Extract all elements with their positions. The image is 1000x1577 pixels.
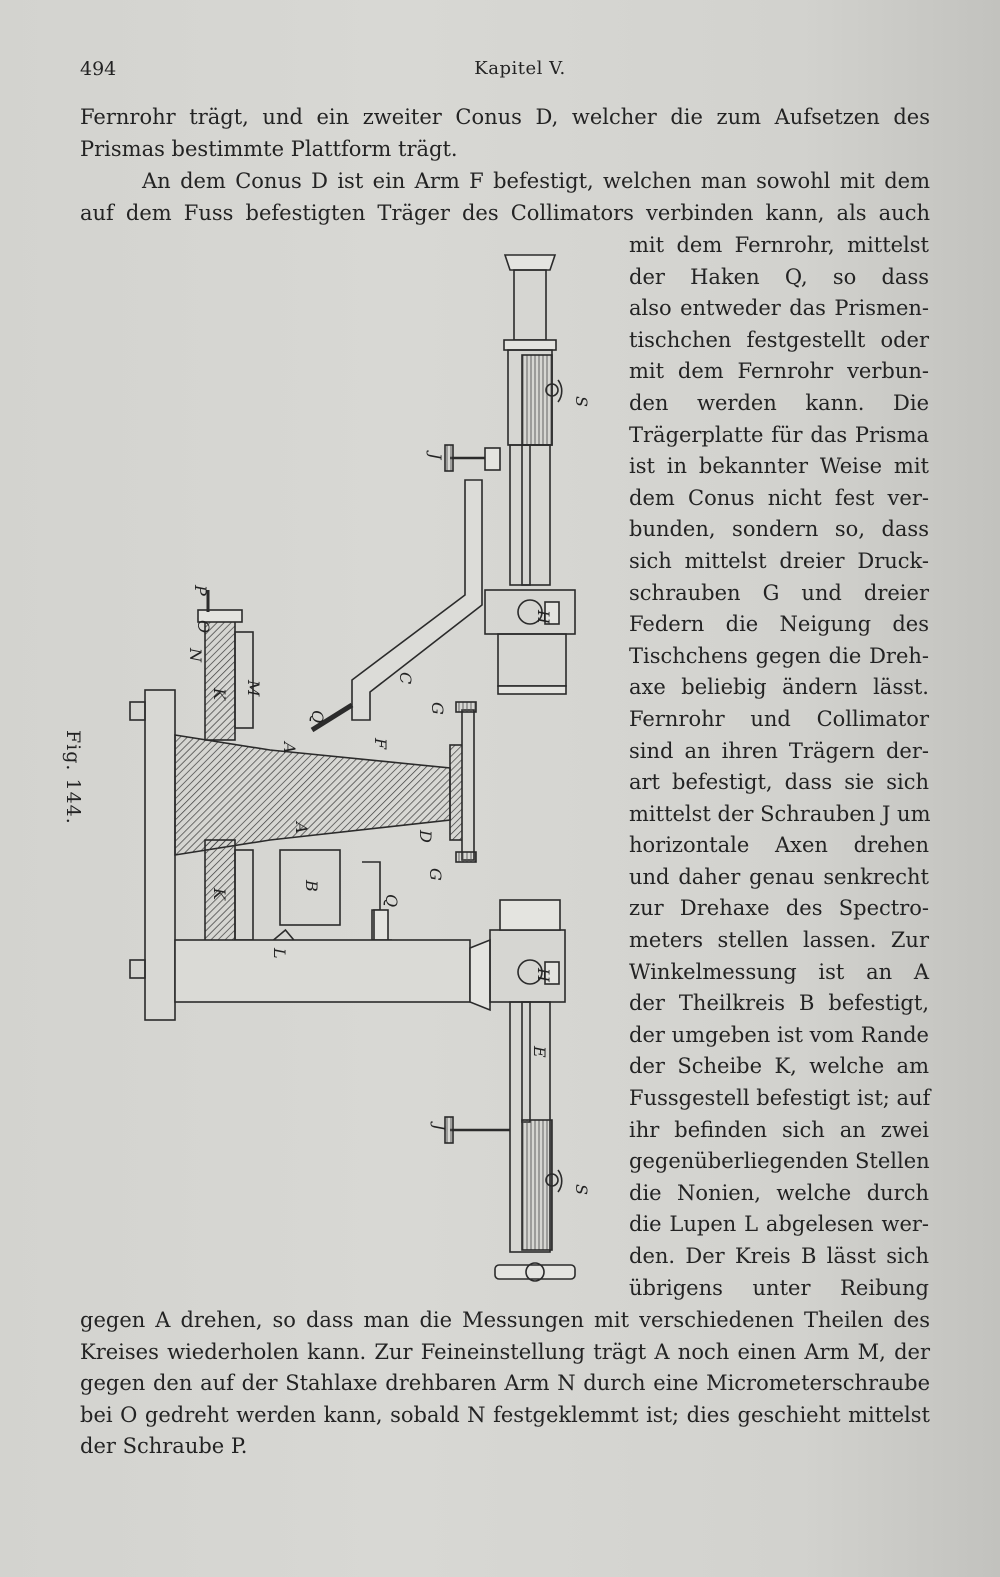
running-head: Kapitel V. [474,58,566,79]
spectrometer-drawing: S J H C P O N M K G Q F A D G B A K Q L [129,254,591,1282]
fig-label-h: H [534,609,553,625]
page-number: 494 [80,58,117,80]
text-line: An dem Conus D ist ein Arm F befestigt, … [142,169,930,193]
paragraph-fine-adjustment: gegen A drehen, so dass man die Messunge… [80,1305,930,1463]
text-line: Federn die Neigung des [629,612,929,637]
paragraph-arm-f: An dem Conus D ist ein Arm F befestigt, … [80,166,930,229]
fig-label-c: C [396,672,415,684]
fig-label-a: A [280,740,299,754]
text-line: Trägerplatte für das Prisma [629,422,929,447]
text-line: die Lupen L abgelesen wer- [629,1212,929,1237]
fig-label-s: S [572,396,591,407]
fig-label-p: P [191,584,210,596]
text-line: ist in bekannter Weise mit [629,454,929,479]
text-line: axe beliebig ändern lässt. [629,675,929,700]
fig-label-q: Q [308,710,327,723]
text-line: gegen den auf der Stahlaxe drehbaren Arm… [80,1371,930,1396]
text-line: den. Der Kreis B lässt sich [629,1244,929,1268]
text-line: art befestigt, dass sie sich [629,770,929,795]
text-line: Prismas bestimmte Plattform trägt. [80,136,458,161]
text-line: sind an ihren Trägern der- [629,738,929,763]
fig-label-j: J [426,450,445,461]
text-line: mit dem Fernrohr verbun- [629,359,929,384]
text-line: tischchen festgestellt oder [629,327,929,352]
fig-label-a: A [292,820,311,834]
text-line: der Schraube P. [80,1434,248,1459]
text-line: mit dem Fernrohr, mittelst [629,233,929,257]
text-line: Fernrohr trägt, und ein zweiter Conus D,… [80,105,930,129]
fig-label-s: S [572,1184,591,1195]
text-line: gegenüberliegenden Stellen [629,1149,930,1174]
text-line: bunden, sondern so, dass [629,517,929,542]
text-line: der Haken Q, so dass [629,264,929,289]
text-line: meters stellen lassen. Zur [629,928,929,953]
text-line: Winkelmessung ist an A [629,959,929,984]
spectrometer-figure: S J H C P O N M K G Q F A D G B A K Q L [90,240,610,1300]
fig-label-o: O [194,620,213,633]
text-line: Tischchens gegen die Dreh- [629,643,929,668]
text-line: zur Drehaxe des Spectro- [629,896,929,921]
text-line: Kreises wiederholen kann. Zur Feineinste… [80,1339,930,1364]
text-line: Fussgestell befestigt ist; auf [629,1086,931,1111]
text-line: der Scheibe K, welche am [629,1054,929,1079]
fig-label-q: Q [382,894,401,907]
text-line: also entweder das Prismen- [629,296,929,321]
fig-label-l: L [270,947,289,959]
fig-label-g: G [426,868,445,881]
text-line: auf dem Fuss befestigten Träger des Coll… [80,200,930,225]
fig-label-k: K [210,887,229,901]
page-header: 494 Kapitel V. [80,58,960,88]
text-line: der umgeben ist vom Rande [629,1022,929,1047]
text-column-right: mit dem Fernrohr, mittelst der Haken Q, … [629,230,931,1304]
text-line: schrauben G und dreier [629,580,929,605]
fig-label-n: N [186,647,205,663]
fig-label-k: K [210,687,229,701]
fig-label-j: J [430,1121,449,1132]
text-line: horizontale Axen drehen [629,833,929,858]
fig-label-f: F [371,737,390,750]
fig-label-e: E [530,1045,549,1058]
text-line: bei O gedreht werden kann, sobald N fest… [80,1402,930,1427]
text-line: die Nonien, welche durch [629,1180,929,1205]
text-line: dem Conus nicht fest ver- [629,485,929,510]
text-line: mittelst der Schrauben J um [629,801,931,826]
text-line: den werden kann. Die [629,390,929,415]
fig-label-d: D [416,829,435,843]
fig-label-b: B [302,879,321,892]
text-line: sich mittelst dreier Druck- [629,548,929,573]
intro-paragraph: Fernrohr trägt, und ein zweiter Conus D,… [80,102,930,165]
text-line: und daher genau senkrecht [629,864,929,889]
fig-label-g: G [428,702,447,715]
text-line: übrigens unter Reibung [629,1275,929,1300]
figure-caption: Fig. 144. [62,730,84,825]
text-line: der Theilkreis B befestigt, [629,991,929,1016]
text-line: ihr befinden sich an zwei [629,1117,929,1142]
fig-label-m: M [244,679,263,697]
fig-label-h: H [534,967,553,983]
text-line: Fernrohr und Collimator [629,706,929,731]
text-line: gegen A drehen, so dass man die Messunge… [80,1308,930,1332]
